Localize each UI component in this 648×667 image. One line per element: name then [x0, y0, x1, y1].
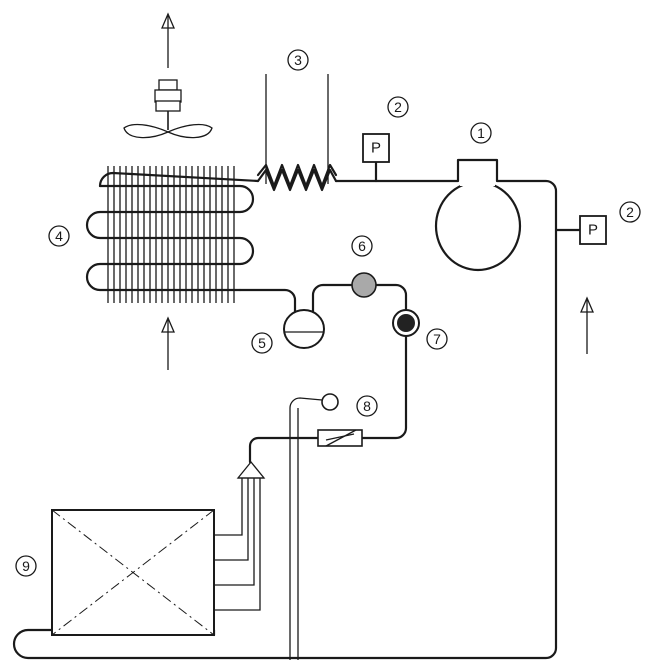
label-condenser: 4	[48, 225, 70, 247]
svg-text:2: 2	[394, 99, 402, 115]
airflow-arrow-top	[161, 12, 175, 68]
svg-text:4: 4	[55, 228, 63, 244]
airflow-arrow-bottom	[161, 316, 175, 370]
label-compressor: 1	[470, 122, 492, 144]
svg-text:6: 6	[358, 238, 366, 254]
evaporator	[51, 509, 215, 636]
label-pressure-gauge-top: 2	[387, 96, 409, 118]
svg-text:3: 3	[294, 52, 302, 68]
svg-text:9: 9	[22, 558, 30, 574]
label-pressure-gauge-right: 2	[619, 201, 641, 223]
label-filter-drier: 6	[351, 235, 373, 257]
label-receiver: 5	[251, 332, 273, 354]
condenser-coil	[85, 166, 255, 303]
pressure-gauge-symbol: P	[588, 222, 598, 239]
pressure-gauge-discharge: P	[362, 133, 390, 163]
refrigerant-pipes	[12, 160, 582, 660]
svg-text:8: 8	[363, 398, 371, 414]
label-expansion-valve: 8	[356, 395, 378, 417]
expansion-valve	[317, 393, 363, 447]
fan-icon	[123, 79, 213, 139]
sight-glass	[392, 309, 420, 337]
airflow-arrow-right	[580, 296, 594, 354]
filter-drier	[351, 272, 377, 298]
label-sight-glass: 7	[426, 328, 448, 350]
label-evaporator: 9	[15, 555, 37, 577]
receiver	[283, 309, 325, 349]
svg-text:5: 5	[258, 335, 266, 351]
svg-text:1: 1	[477, 125, 485, 141]
svg-text:2: 2	[626, 204, 634, 220]
label-heat-exchanger: 3	[287, 49, 309, 71]
pressure-gauge-suction: P	[579, 215, 607, 245]
svg-text:7: 7	[433, 331, 441, 347]
heat-exchanger	[256, 74, 338, 192]
distributor	[236, 460, 266, 479]
compressor	[434, 158, 522, 272]
pressure-gauge-symbol: P	[371, 140, 381, 157]
